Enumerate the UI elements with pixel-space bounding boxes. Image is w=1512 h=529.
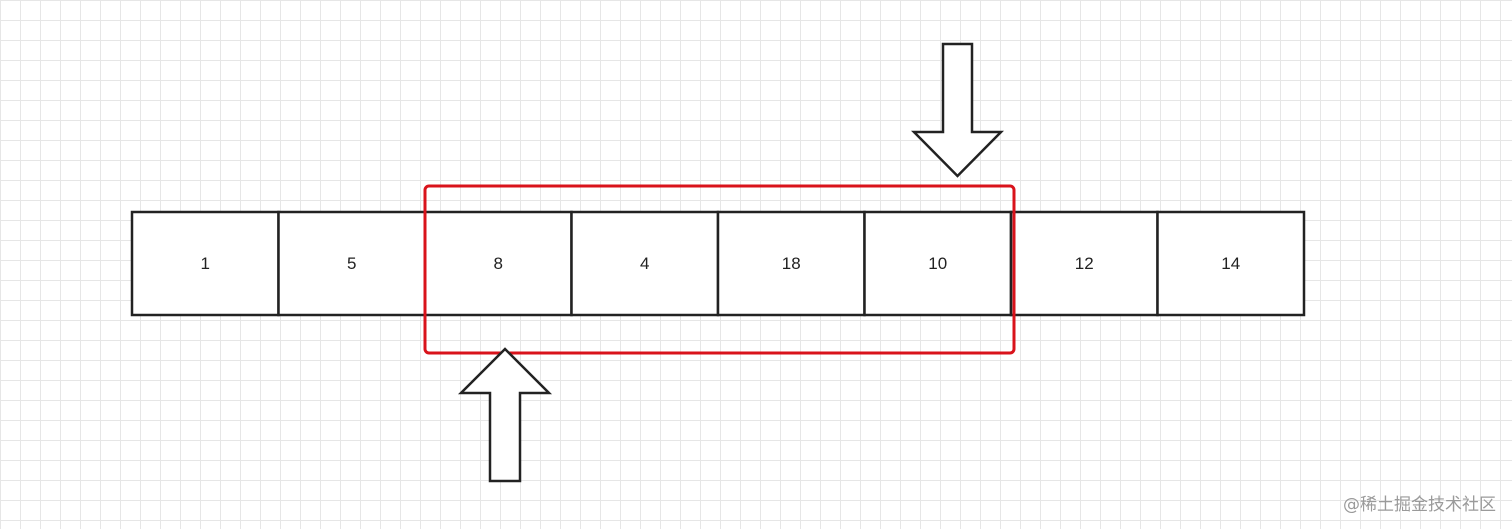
array-cell-value: 18	[782, 254, 801, 273]
watermark-text: @稀土掘金技术社区	[1343, 495, 1496, 515]
sliding-window-highlight	[423, 184, 1016, 355]
array-cell-value: 14	[1221, 254, 1240, 273]
array-cell-value: 1	[201, 254, 210, 273]
array-cell-value: 5	[347, 254, 356, 273]
array-cell	[130, 210, 280, 317]
array-cell-value: 8	[494, 254, 503, 273]
array-cell	[1156, 210, 1306, 317]
array-cell	[423, 210, 573, 317]
array-cell-value: 4	[640, 254, 649, 273]
array-cell-value: 12	[1075, 254, 1094, 273]
array-cell	[863, 210, 1013, 317]
up-arrow-icon	[457, 347, 553, 483]
down-arrow-icon	[911, 42, 1004, 178]
array-cell	[1009, 210, 1159, 317]
array-cell	[716, 210, 866, 317]
array-cell-value: 10	[928, 254, 947, 273]
array-cell	[277, 210, 427, 317]
array-cells: 1 5 8 4 18 10 12 14	[130, 210, 1306, 317]
